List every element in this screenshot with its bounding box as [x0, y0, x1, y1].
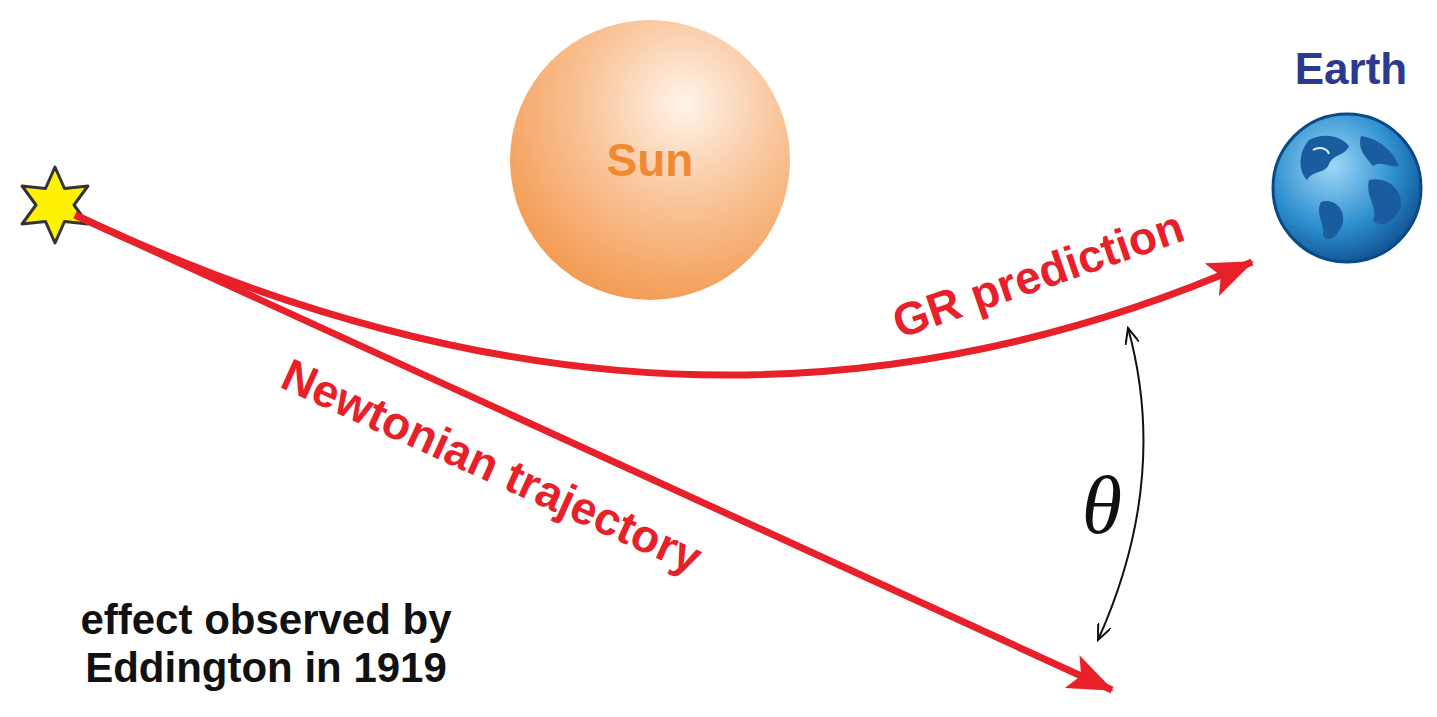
- body-name: Earth: [1263, 44, 1437, 94]
- body-name: Sun: [607, 133, 694, 187]
- ray-label: GR prediction: [885, 199, 1190, 349]
- note-text: effect observed by Eddington in 1919: [6, 596, 526, 693]
- sun-node: Sun: [505, 15, 795, 305]
- angle-symbol: θ: [1082, 459, 1122, 553]
- ray-label: Newtonian trajectory: [274, 347, 711, 584]
- earth-globe: [1269, 110, 1425, 266]
- earth-node: Earth: [1263, 44, 1437, 270]
- star-symbol: [22, 167, 88, 243]
